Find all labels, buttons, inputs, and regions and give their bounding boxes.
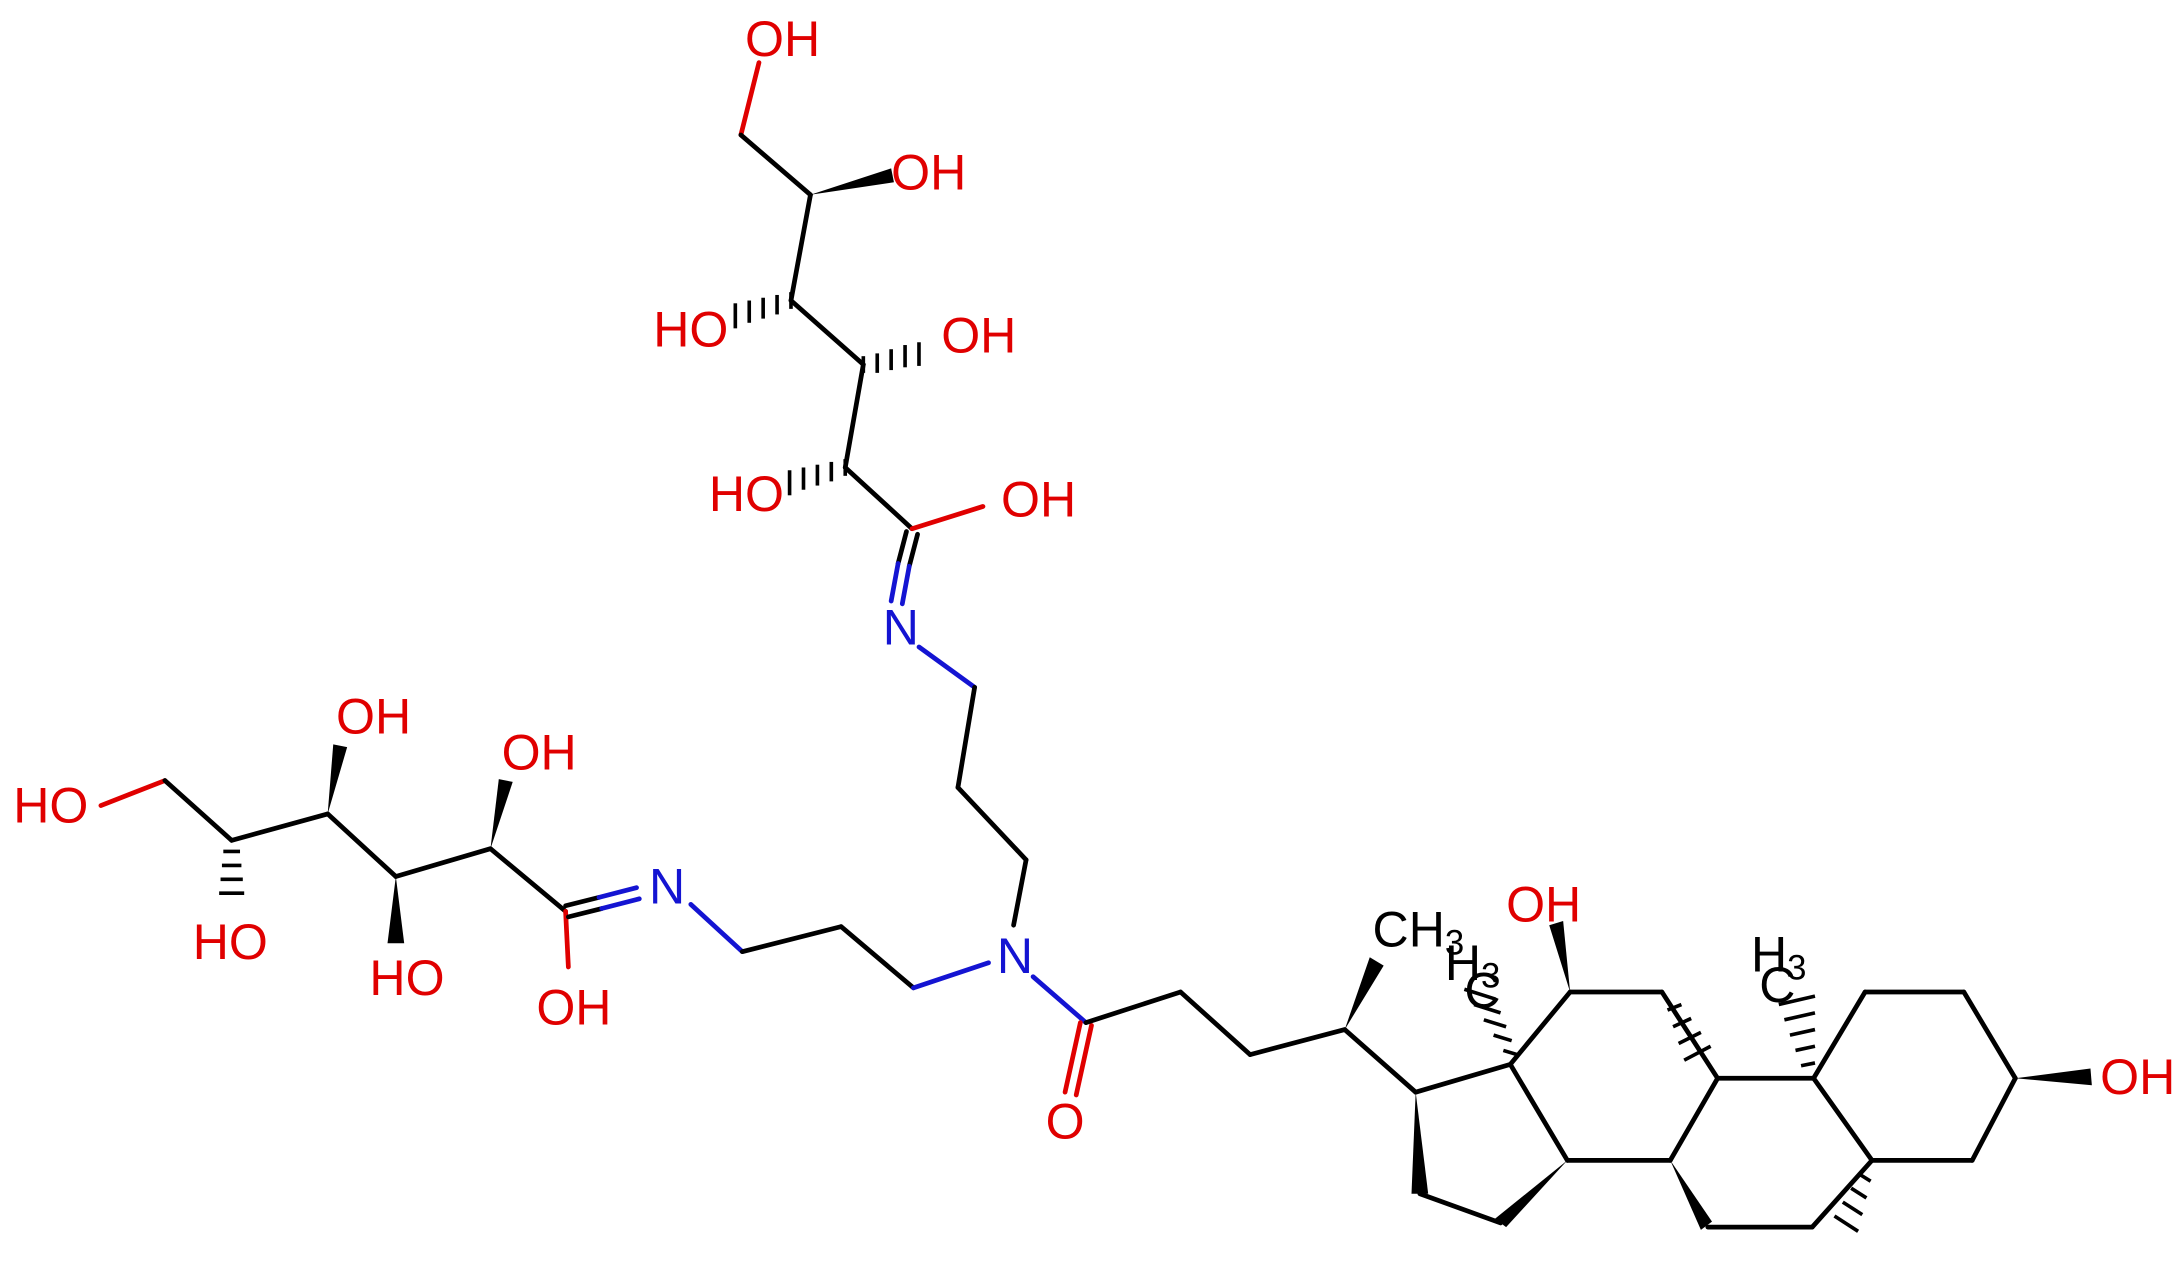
upper-gluconamide-chain [733, 60, 986, 607]
hash-bond [861, 342, 921, 373]
hash-bond [787, 459, 848, 496]
hash-bond [219, 849, 245, 896]
hash-bond [1666, 1002, 1712, 1062]
hydroxyl-label: OH [941, 307, 1016, 363]
nitrogen-label: N [649, 858, 685, 914]
hydroxyl-label: HO [369, 950, 444, 1006]
atom-labels: OH OH HO OH HO OH N OH OH HO N HO HO OH … [13, 11, 2175, 1149]
hydroxyl-label: HO [13, 778, 88, 834]
hydroxyl-label: OH [536, 979, 611, 1035]
hydroxyl-label: OH [336, 689, 411, 745]
hydroxyl-label: HO [709, 466, 784, 522]
nitrogen-label: N [883, 599, 919, 655]
methyl-label: CH3 [1373, 901, 1465, 962]
methyl-label: H3 [1751, 926, 1807, 987]
methyl-label: H3 [1445, 935, 1501, 996]
hydroxyl-label: OH [1001, 471, 1076, 527]
hash-bond [1778, 994, 1816, 1068]
amide-side-chain [1062, 957, 1419, 1098]
hydroxyl-label: HO [653, 302, 728, 358]
methyl-label-c: C [1464, 963, 1500, 1019]
propyl-linkers [688, 644, 1089, 1025]
nitrogen-label: N [997, 928, 1033, 984]
lower-gluconamide-chain [98, 744, 642, 970]
hash-bond [1463, 987, 1518, 1057]
methyl-label-c: C [1759, 957, 1795, 1013]
hash-bond [733, 292, 793, 329]
hydroxyl-label: OH [745, 11, 820, 67]
hydroxyl-label: OH [891, 145, 966, 201]
hash-bond [1833, 1172, 1872, 1233]
hydroxyl-label: OH [1506, 876, 1581, 932]
hydroxyl-label: HO [193, 914, 268, 970]
hydroxyl-label: OH [502, 725, 577, 781]
carbonyl-oxygen-label: O [1046, 1093, 1085, 1149]
hydroxyl-label: OH [2100, 1049, 2175, 1105]
steroid-nucleus [1411, 921, 2092, 1233]
